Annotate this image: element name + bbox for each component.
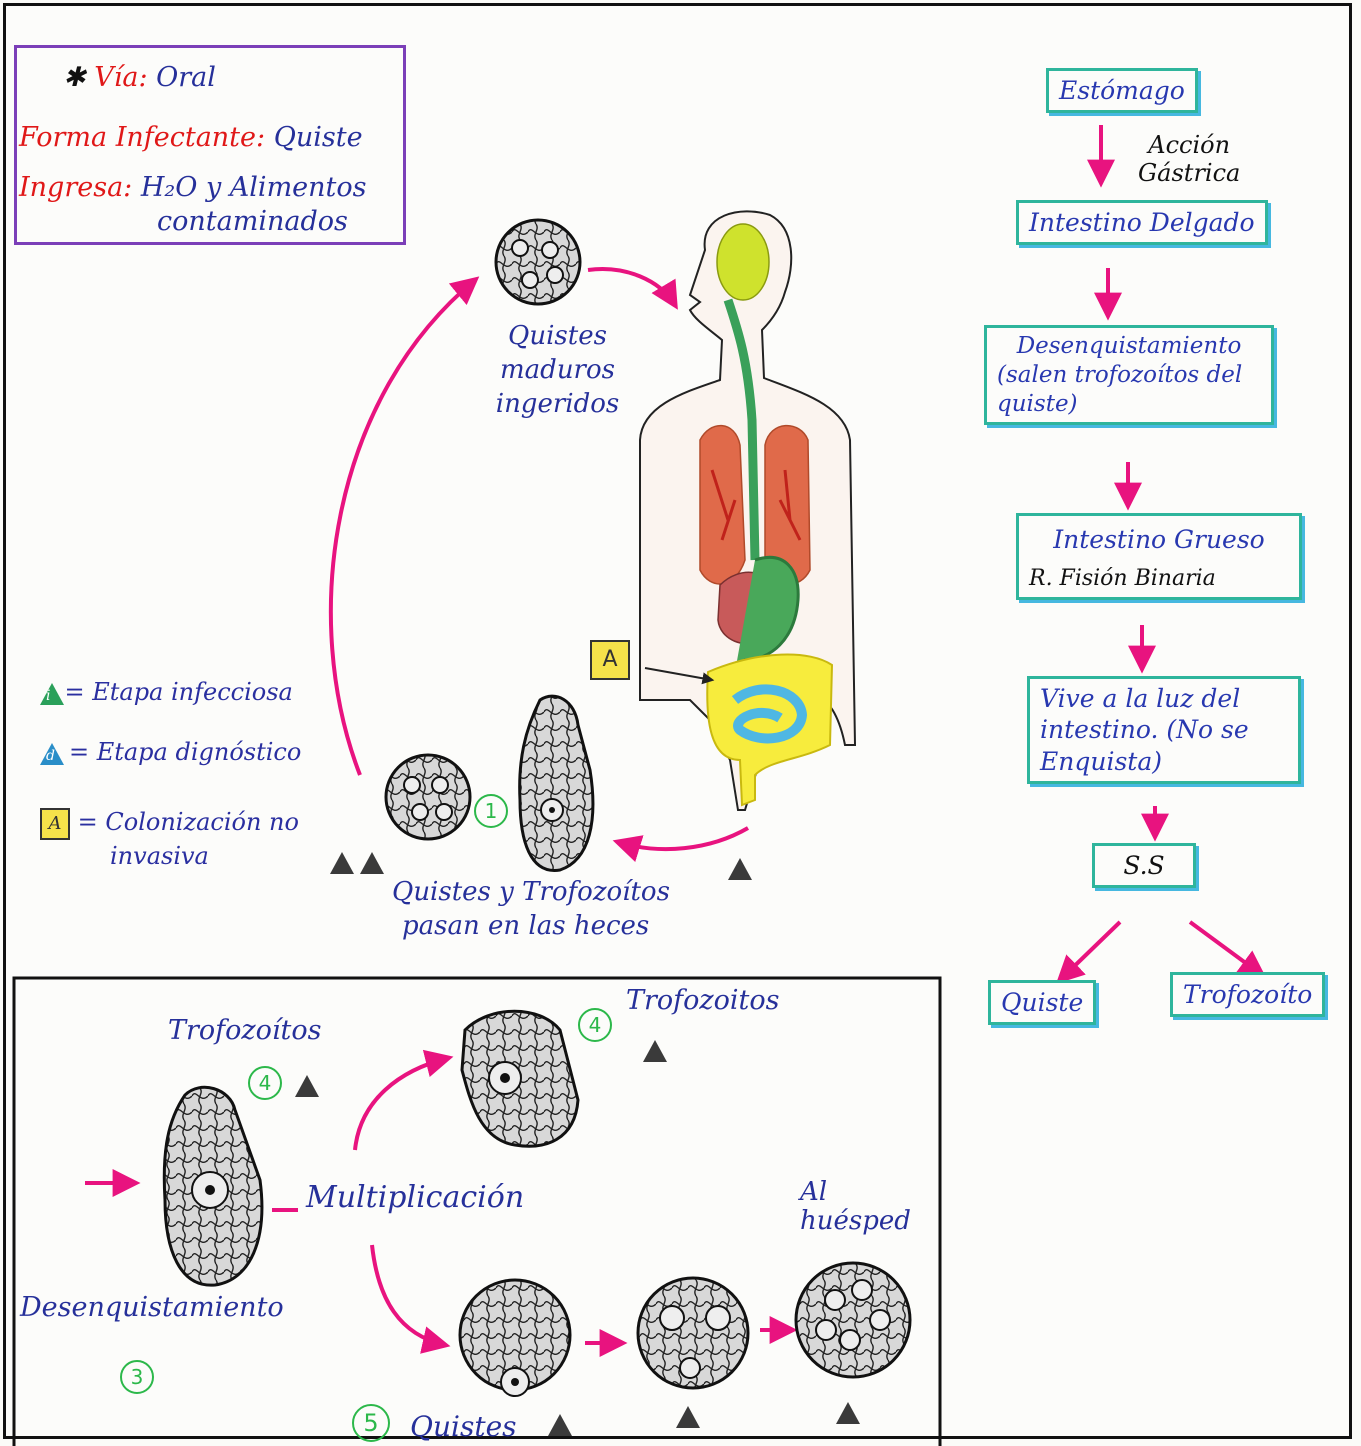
via-label: Vía: [94,62,147,93]
stage-4-right: 4 [578,1008,612,1042]
mature-cyst-top [496,220,580,304]
diagnostic-triangle-icon [360,852,384,874]
diagnostic-triangle-icon [295,1075,319,1097]
desenquistamiento-detail-label: Desenquistamiento [20,1292,284,1323]
arrow-to-mouth [588,269,675,305]
diagnostic-triangle-icon [836,1402,860,1424]
arrow-to-quistes [372,1245,445,1345]
legend-infecciosa: i= Etapa infecciosa [40,678,293,706]
diagnostic-triangle-q3 [836,1402,866,1424]
via-line: ✱ Vía: Oral [63,62,216,93]
ingresa-label: Ingresa: [19,172,132,203]
ingresa-line: Ingresa: H₂O y Alimentos [19,172,367,203]
flow-trofozoito: Trofozoíto [1170,972,1325,1017]
diagnostic-triangle-q1 [548,1414,578,1436]
forma-value: Quiste [274,122,363,153]
legend-colonizacion: A = Colonización no invasiva [40,806,299,873]
flow-estomago: Estómago [1046,68,1198,113]
legend-diagnostico: d= Etapa dignóstico [40,738,301,766]
flow-vive-luz: Vive a la luz del intestino. (No se Enqu… [1027,676,1301,784]
quistes-detail-label: Quistes [410,1410,517,1443]
diagnostic-triangle-icon [643,1040,667,1062]
stage-symbols-feces [330,852,390,874]
quistes-maduros-label: Quistes maduros ingeridos [450,320,665,421]
flow-desenquistamiento: Desenquistamiento (salen trofozoítos del… [984,325,1274,425]
stage-1-badge: 1 [474,794,508,828]
arrow-to-feces [618,828,748,849]
accion-gastrica-label: Acción Gástrica [1138,132,1240,187]
diagnostic-triangle-icon [728,858,752,880]
arrow-to-trofozoitos [355,1058,448,1150]
cyst-in-feces [386,755,470,839]
trophozoite-desenquistamiento [164,1087,262,1285]
infective-triangle-icon [330,852,354,874]
large-intestine [707,655,832,805]
diagnostic-triangle-body [728,858,758,880]
via-value: Oral [156,62,216,93]
cyst-stage-3 [796,1263,910,1377]
heces-label: Quistes y Trofozoítos pasan en las heces [392,876,712,944]
al-huesped-label: Al huésped [800,1178,911,1235]
flow-quiste: Quiste [988,980,1096,1025]
diagnostic-triangle-right [643,1040,673,1062]
diagnostic-triangle-icon [548,1414,572,1436]
flow-arrow-7 [1190,922,1262,975]
infective-triangle-icon [40,683,64,705]
stage-5-badge: 5 [352,1404,390,1442]
info-box: ✱ Vía: Oral Forma Infectante: Quiste Ing… [14,45,406,245]
flow-arrow-6 [1060,922,1120,980]
trophozoite-in-feces [520,696,593,870]
ingresa-value-2: contaminados [157,206,348,237]
trophozoite-detail-right [462,1011,578,1146]
cyst-stage-2 [638,1278,748,1388]
diagnostic-triangle-q2 [676,1406,706,1428]
brain [717,224,769,300]
forma-line: Forma Infectante: Quiste [19,122,363,153]
stage-3-badge: 3 [120,1360,154,1394]
diagnostic-triangle-icon [676,1406,700,1428]
trofozoitos-right-label: Trofozoitos [626,985,780,1016]
colonization-marker: A [590,640,630,680]
multiplicacion-label: Multiplicación [306,1180,524,1215]
trofozoitos-left-label: Trofozoítos [168,1015,322,1046]
stage-4-left: 4 [248,1066,325,1100]
cyst-stage-1 [460,1280,570,1396]
flow-intestino-delgado: Intestino Delgado [1016,200,1268,245]
flow-ss: S.S [1092,843,1196,888]
ingresa-value-1: H₂O y Alimentos [141,172,367,203]
forma-label: Forma Infectante: [19,122,265,153]
flow-intestino-grueso: Intestino Grueso R. Fisión Binaria [1016,513,1302,600]
